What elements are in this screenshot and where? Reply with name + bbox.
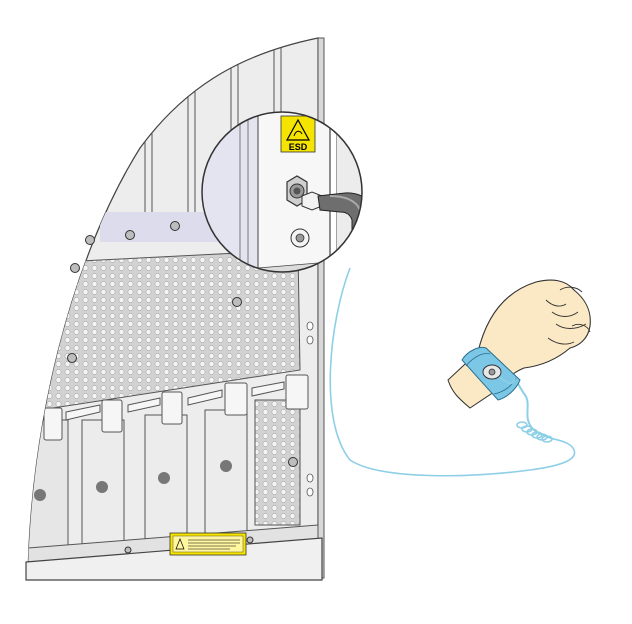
coiled-cord [516, 421, 553, 443]
ejector-handles [43, 374, 309, 441]
esd-label-text: ESD [289, 142, 308, 152]
chassis-side [317, 37, 325, 579]
zoom-callout: ESD [201, 111, 363, 273]
warning-triangle-icon [175, 538, 185, 550]
captive-screws [67, 221, 298, 554]
wrist-strap-snap [482, 364, 502, 380]
hand [477, 279, 591, 381]
warning-label [169, 532, 247, 556]
esd-warning-icon: ESD [280, 115, 316, 153]
hand-with-wrist-strap [447, 279, 591, 409]
side-vents [306, 321, 314, 497]
lower-card-slots [28, 399, 301, 561]
